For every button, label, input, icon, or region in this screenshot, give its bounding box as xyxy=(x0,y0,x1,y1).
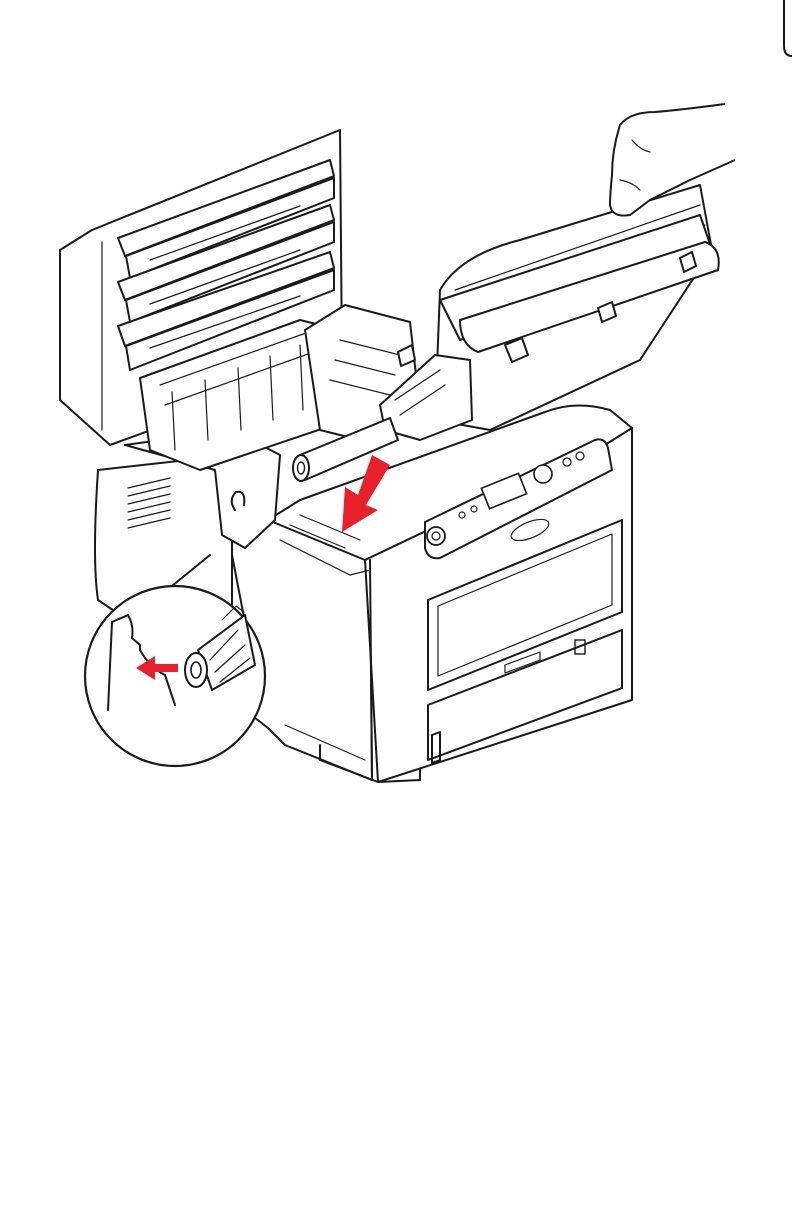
nav-key xyxy=(534,465,552,483)
drum-pin-detail xyxy=(185,653,207,687)
power-button xyxy=(427,527,445,545)
drum-pin xyxy=(293,455,309,481)
